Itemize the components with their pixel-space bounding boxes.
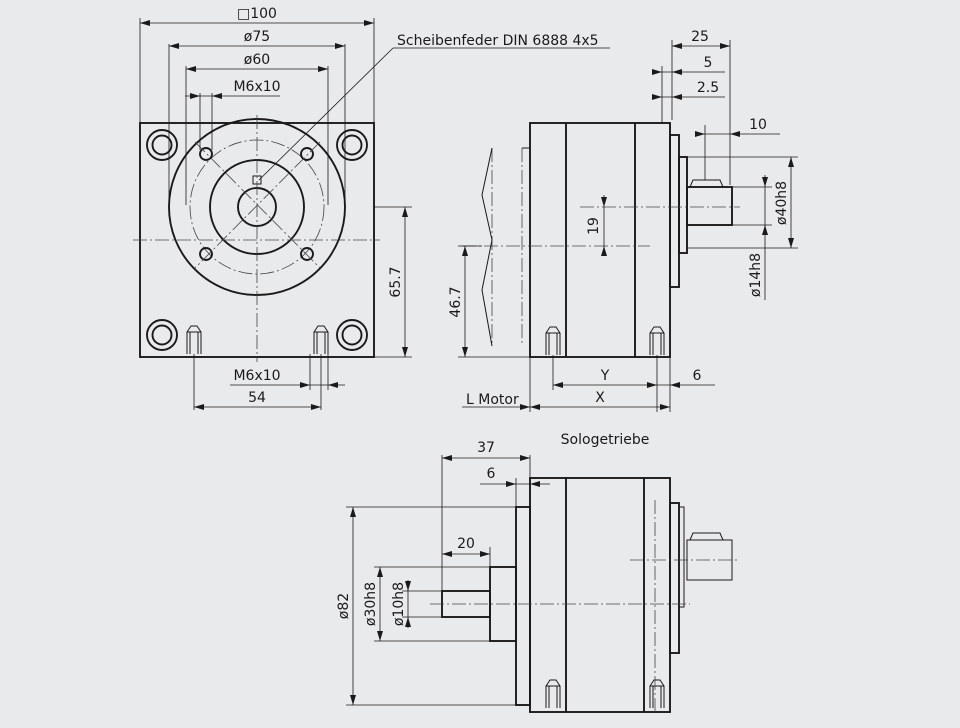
dim-46-7: 46.7 [448,286,464,317]
corner-hole [336,319,368,351]
threaded-hole [545,679,561,709]
dim-m6-bottom: M6x10 [233,368,280,384]
output-shaft [686,186,733,226]
dim-10: 10 [749,117,767,133]
input-flange [515,506,531,706]
dim-key: Scheibenfeder DIN 6888 4x5 [397,33,599,49]
dim-5: 5 [704,55,713,71]
corner-hole [146,319,178,351]
threaded-hole [313,325,329,355]
side-view: 25 5 2.5 10 ø40h8 ø14h8 [448,29,798,412]
dim-x: X [595,390,605,406]
dim-l-motor: L Motor [466,392,519,408]
threaded-hole [186,325,202,355]
dim-square: □100 [237,6,277,22]
dim-m6-top: M6x10 [233,79,280,95]
front-view: □100 ø75 ø60 M6x10 Scheibenfeder DIN 688… [133,6,610,410]
dim-y: Y [600,368,610,384]
bolt-hole [300,147,314,161]
solo-body [529,477,671,713]
bolt-hole [199,147,213,161]
bolt-hole [199,247,213,261]
dim-d14h8: ø14h8 [748,253,764,297]
solo-gearbox-view: Sologetriebe 37 6 20 [336,432,740,713]
dim-d60: ø60 [244,52,270,68]
dim-d40h8: ø40h8 [774,181,790,225]
dim-19: 19 [586,217,602,235]
threaded-hole [649,679,665,709]
dim-65-7: 65.7 [388,266,404,297]
dim-2-5: 2.5 [697,80,719,96]
threaded-hole [649,326,665,356]
title-sologetriebe: Sologetriebe [561,432,650,448]
dim-20: 20 [457,536,475,552]
dim-6: 6 [693,368,702,384]
dim-54: 54 [248,390,266,406]
dim-25: 25 [691,29,709,45]
gearbox-body [529,122,671,358]
threaded-hole [545,326,561,356]
dim-d10h8: ø10h8 [391,582,407,626]
corner-hole [146,129,178,161]
dim-6b: 6 [487,466,496,482]
dim-37: 37 [477,440,495,456]
dim-d30h8: ø30h8 [363,582,379,626]
key [689,179,724,188]
flange-ring [669,134,680,288]
dim-d82: ø82 [336,593,352,619]
pilot-step [678,156,688,254]
corner-hole [336,129,368,161]
bolt-hole [300,247,314,261]
dim-d75: ø75 [244,29,270,45]
